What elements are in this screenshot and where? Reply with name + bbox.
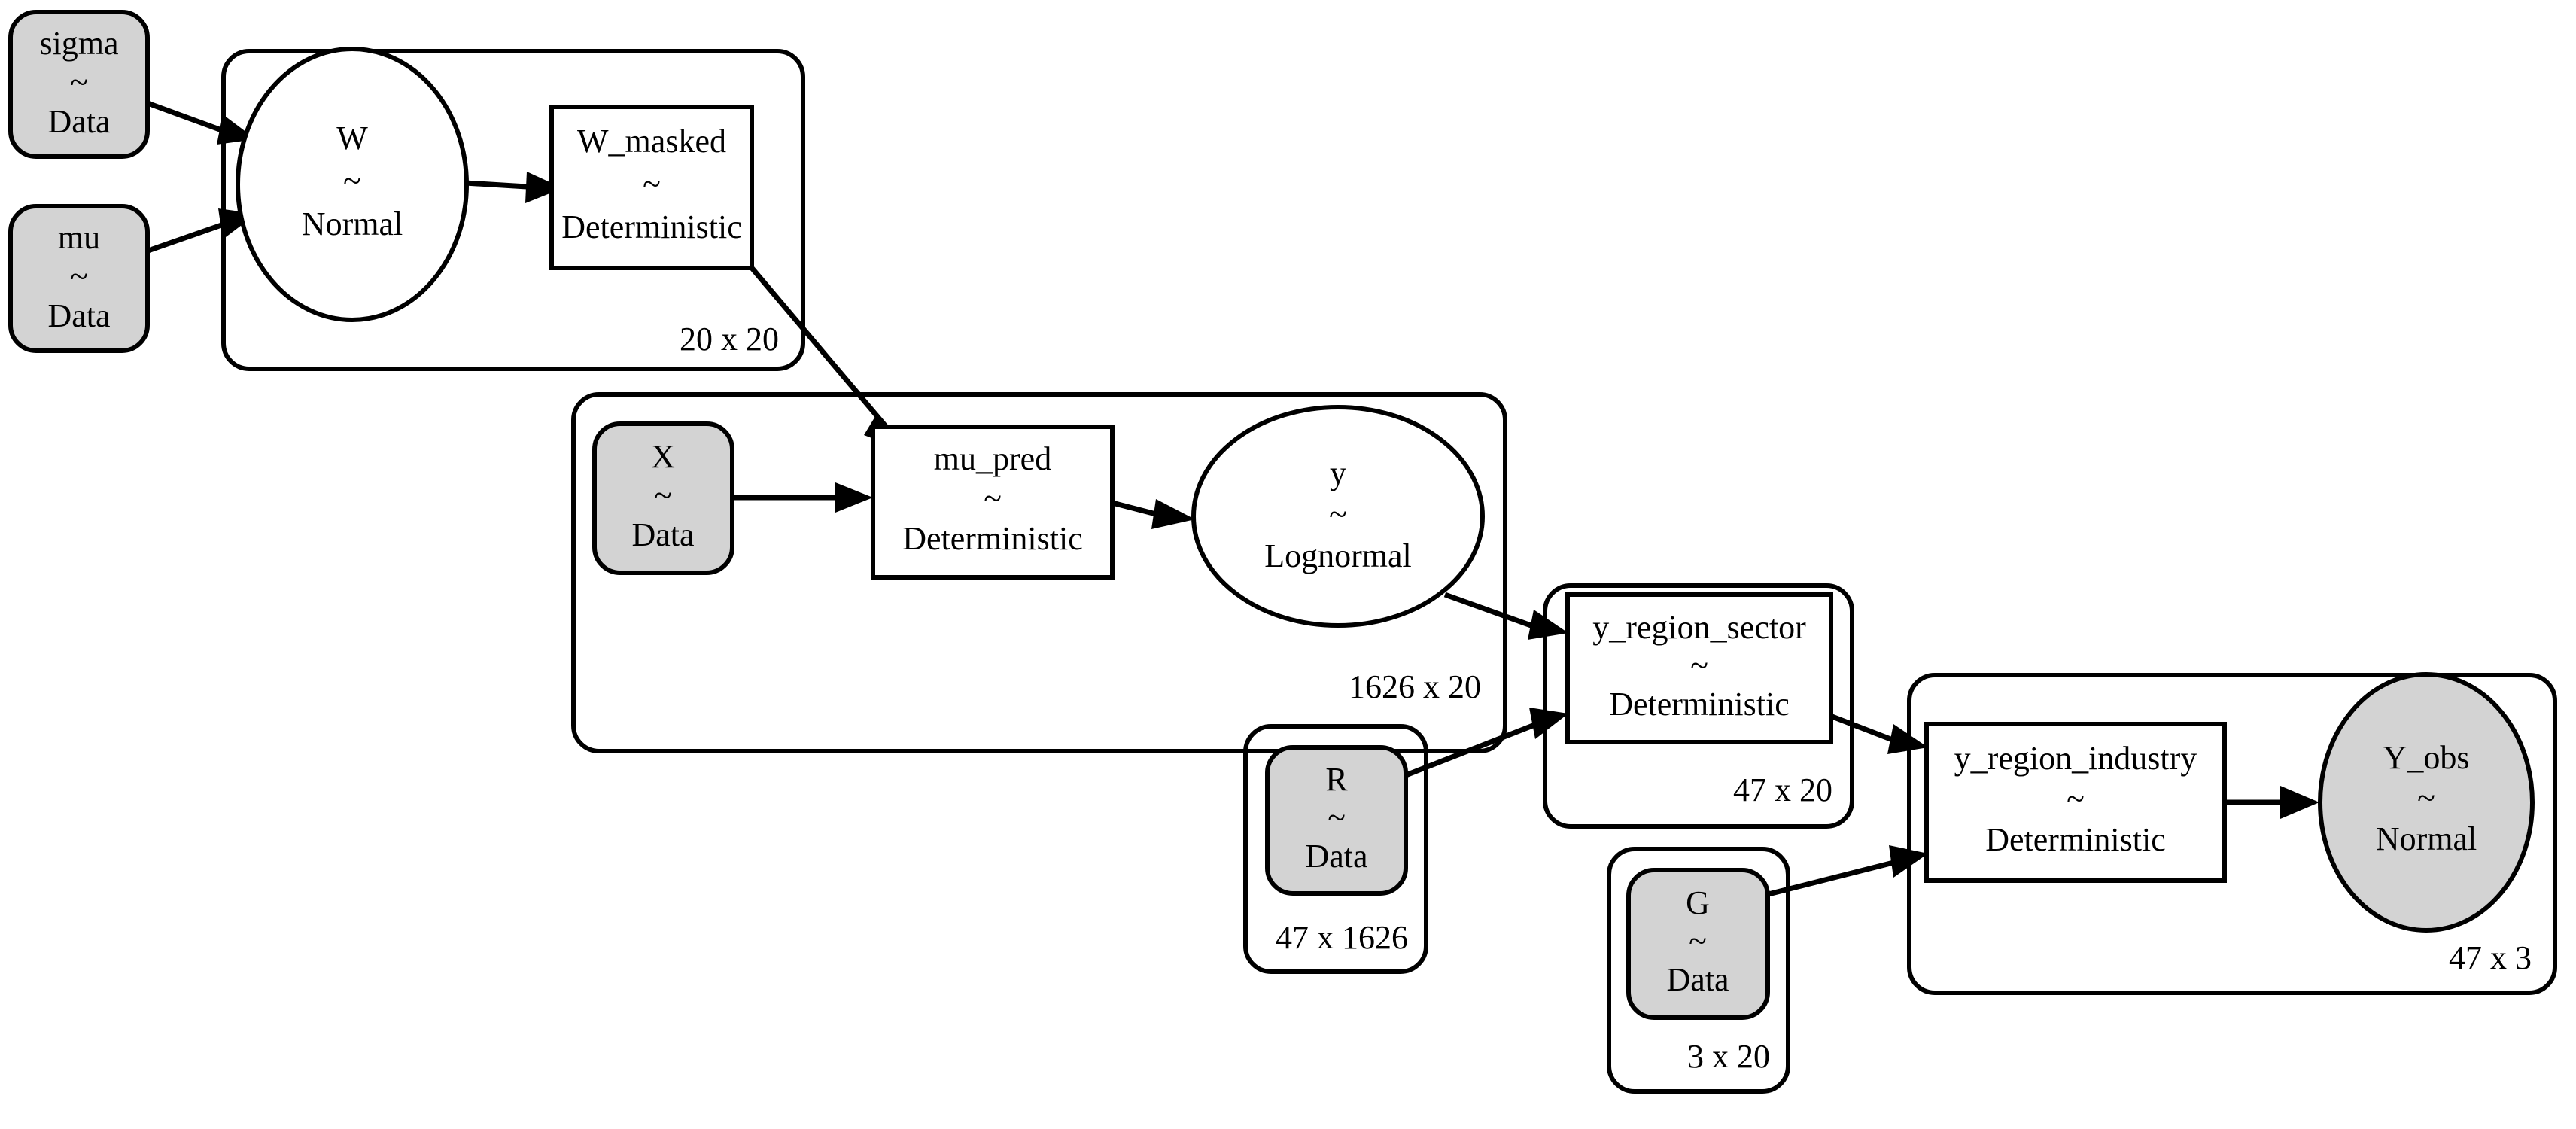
- node-mu[interactable]: mu ~ Data: [8, 204, 150, 353]
- edge-x-to-mu-pred: [732, 482, 873, 513]
- plate-y-region-sector-border: [1543, 583, 1854, 829]
- node-y-region-sector[interactable]: y_region_sector ~ Deterministic: [1565, 592, 1833, 744]
- node-y-dist: Lognormal: [1264, 537, 1412, 574]
- plate-g: 3 x 20: [1607, 847, 1790, 1094]
- plate-y-obs-border: [1907, 673, 2557, 995]
- node-w-label: W: [336, 120, 368, 157]
- node-r-label: R: [1325, 761, 1348, 798]
- edge-r-to-y-region-sector: [1404, 708, 1568, 778]
- node-y-region-sector-tilde: ~: [1690, 647, 1708, 684]
- edge-g-to-y-region-industry: [1762, 845, 1928, 899]
- node-mu-tilde: ~: [70, 258, 88, 295]
- node-y-region-sector-label: y_region_sector: [1592, 609, 1806, 646]
- plate-mu-pred-border: [571, 392, 1507, 753]
- edge-y-to-y-region-sector: [1443, 592, 1568, 640]
- node-w-masked[interactable]: W_masked ~ Deterministic: [549, 105, 754, 270]
- plate-r: 47 x 1626: [1243, 724, 1428, 974]
- node-y-obs-tilde: ~: [2417, 780, 2435, 817]
- node-y-region-industry-tilde: ~: [2067, 781, 2085, 817]
- node-mu-pred-dist: Deterministic: [902, 520, 1083, 557]
- node-x-dist: Data: [631, 516, 694, 553]
- node-g-label: G: [1686, 884, 1710, 921]
- node-w-tilde: ~: [343, 163, 361, 199]
- node-y-obs-shape[interactable]: [2318, 672, 2535, 933]
- node-mu-pred[interactable]: mu_pred ~ Deterministic: [871, 425, 1115, 580]
- node-sigma[interactable]: sigma ~ Data: [8, 10, 150, 159]
- node-x-shape[interactable]: [592, 421, 734, 575]
- node-sigma-shape[interactable]: [8, 10, 150, 159]
- node-x-tilde: ~: [654, 477, 672, 514]
- node-sigma-label: sigma: [39, 25, 118, 62]
- node-y[interactable]: y ~ Lognormal: [1191, 405, 1485, 628]
- node-x[interactable]: X ~ Data: [592, 421, 734, 575]
- node-mu-pred-shape[interactable]: [871, 425, 1115, 580]
- node-r-shape[interactable]: [1265, 745, 1408, 896]
- plate-y-obs: 47 x 3: [1907, 673, 2557, 995]
- node-x-label: X: [651, 438, 675, 475]
- node-w-shape[interactable]: [236, 47, 469, 322]
- node-y-label: y: [1330, 455, 1346, 491]
- node-y-obs-label: Y_obs: [2383, 739, 2470, 776]
- node-r-tilde: ~: [1328, 799, 1346, 836]
- edge-sigma-to-w: [146, 100, 256, 145]
- node-y-region-industry[interactable]: y_region_industry ~ Deterministic: [1924, 722, 2227, 883]
- node-y-region-industry-dist: Deterministic: [1985, 821, 2166, 858]
- edge-y-region-industry-to-y-obs: [2225, 786, 2319, 819]
- plate-mu-pred-label: 1626 x 20: [1349, 668, 1481, 705]
- node-mu-pred-label: mu_pred: [934, 440, 1051, 477]
- node-mu-label: mu: [58, 219, 100, 256]
- node-sigma-tilde: ~: [70, 64, 88, 101]
- node-y-region-sector-dist: Deterministic: [1609, 686, 1790, 723]
- plate-mu-pred: 1626 x 20: [571, 392, 1507, 753]
- node-y-region-sector-shape[interactable]: [1565, 592, 1833, 744]
- node-w-masked-dist: Deterministic: [561, 208, 742, 245]
- node-g-shape[interactable]: [1626, 868, 1770, 1020]
- plate-w-label: 20 x 20: [680, 321, 779, 358]
- node-r[interactable]: R ~ Data: [1265, 745, 1408, 896]
- node-w-masked-tilde: ~: [643, 166, 661, 202]
- plate-y-obs-label: 47 x 3: [2449, 939, 2532, 976]
- plate-r-label: 47 x 1626: [1276, 919, 1408, 956]
- node-w-dist: Normal: [302, 205, 403, 242]
- node-w[interactable]: W ~ Normal: [236, 47, 469, 322]
- edge-y-region-sector-to-y-region-industry: [1829, 713, 1928, 754]
- node-w-masked-label: W_masked: [577, 123, 726, 160]
- node-y-shape[interactable]: [1191, 405, 1485, 628]
- edge-w-masked-to-mu-pred: [750, 266, 907, 452]
- plate-y-region-sector-label: 47 x 20: [1733, 771, 1832, 808]
- node-sigma-dist: Data: [47, 103, 110, 140]
- node-mu-pred-tilde: ~: [984, 480, 1002, 517]
- plate-r-border: [1243, 724, 1428, 974]
- node-y-obs[interactable]: Y_obs ~ Normal: [2318, 672, 2535, 933]
- node-mu-dist: Data: [47, 297, 110, 334]
- node-y-tilde: ~: [1329, 496, 1347, 533]
- plate-y-region-sector: 47 x 20: [1543, 583, 1854, 829]
- edge-mu-pred-to-y: [1112, 499, 1195, 529]
- plate-g-border: [1607, 847, 1790, 1094]
- node-w-masked-shape[interactable]: [549, 105, 754, 270]
- plate-g-label: 3 x 20: [1687, 1038, 1770, 1075]
- edge-w-to-w-masked: [464, 172, 563, 203]
- node-mu-shape[interactable]: [8, 204, 150, 353]
- node-g[interactable]: G ~ Data: [1626, 868, 1770, 1020]
- node-y-obs-dist: Normal: [2376, 820, 2477, 857]
- node-g-dist: Data: [1666, 961, 1729, 998]
- node-r-dist: Data: [1305, 838, 1367, 875]
- node-y-region-industry-label: y_region_industry: [1954, 740, 2197, 777]
- node-y-region-industry-shape[interactable]: [1924, 722, 2227, 883]
- node-g-tilde: ~: [1689, 923, 1707, 960]
